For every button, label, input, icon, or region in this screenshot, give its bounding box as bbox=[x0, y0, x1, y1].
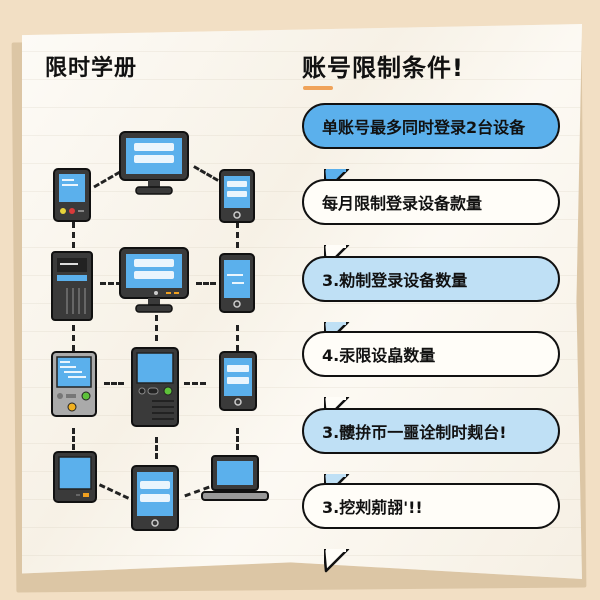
right-title: 账号限制条件! bbox=[302, 54, 464, 82]
speech-bubble-3: 3.勑制登录设备数量 bbox=[302, 256, 560, 346]
speech-bubble-2: 每月限制登录设备款量 bbox=[302, 179, 560, 269]
connector-line bbox=[236, 222, 239, 248]
device-network-illustration bbox=[30, 120, 290, 540]
connector-line bbox=[93, 170, 121, 189]
connector-line bbox=[72, 428, 75, 450]
pda-icon bbox=[53, 168, 91, 222]
connector-line bbox=[72, 222, 75, 248]
left-title: 限时学册 bbox=[45, 56, 138, 81]
speech-bubble-5: 3.髏拚帀一噩诠制时觌台! bbox=[302, 408, 560, 498]
connector-line bbox=[98, 483, 130, 500]
bubble-text: 每月限制登录设备款量 bbox=[322, 194, 483, 213]
server-terminal-icon bbox=[131, 347, 179, 427]
speech-bubble-4: 4.汞限设皛数量 bbox=[302, 331, 560, 421]
connector-line bbox=[100, 282, 122, 285]
connector-line bbox=[236, 325, 239, 351]
monitor-icon bbox=[119, 131, 189, 195]
connector-line bbox=[72, 325, 75, 351]
connector-line bbox=[104, 382, 124, 385]
connector-line bbox=[184, 382, 206, 385]
handheld-terminal-icon bbox=[51, 351, 97, 417]
connector-line bbox=[155, 437, 158, 459]
connector-line bbox=[236, 428, 239, 450]
smartphone-icon bbox=[219, 169, 255, 223]
laptop-icon bbox=[201, 455, 269, 501]
bubble-text: 单账号最多同时登录2台设备 bbox=[322, 118, 526, 137]
bubble-text: 4.汞限设皛数量 bbox=[322, 346, 436, 365]
connector-line bbox=[155, 315, 158, 341]
smartphone-icon bbox=[219, 253, 255, 313]
tablet-icon bbox=[131, 465, 179, 531]
connector-line bbox=[193, 165, 219, 182]
tablet-icon bbox=[53, 451, 97, 503]
smartphone-icon bbox=[219, 351, 257, 411]
connector-line bbox=[196, 282, 216, 285]
monitor-icon bbox=[119, 247, 189, 313]
bubble-text: 3.勑制登录设备数量 bbox=[322, 271, 468, 290]
speech-bubble-6: 3.挖刾莂翓'!! bbox=[302, 483, 560, 573]
desktop-tower-icon bbox=[51, 251, 93, 321]
bubble-text: 3.挖刾莂翓'!! bbox=[322, 498, 423, 517]
speech-bubble-1: 单账号最多同时登录2台设备 bbox=[302, 103, 560, 193]
bubble-text: 3.髏拚帀一噩诠制时觌台! bbox=[322, 423, 507, 442]
title-underline bbox=[303, 86, 333, 90]
